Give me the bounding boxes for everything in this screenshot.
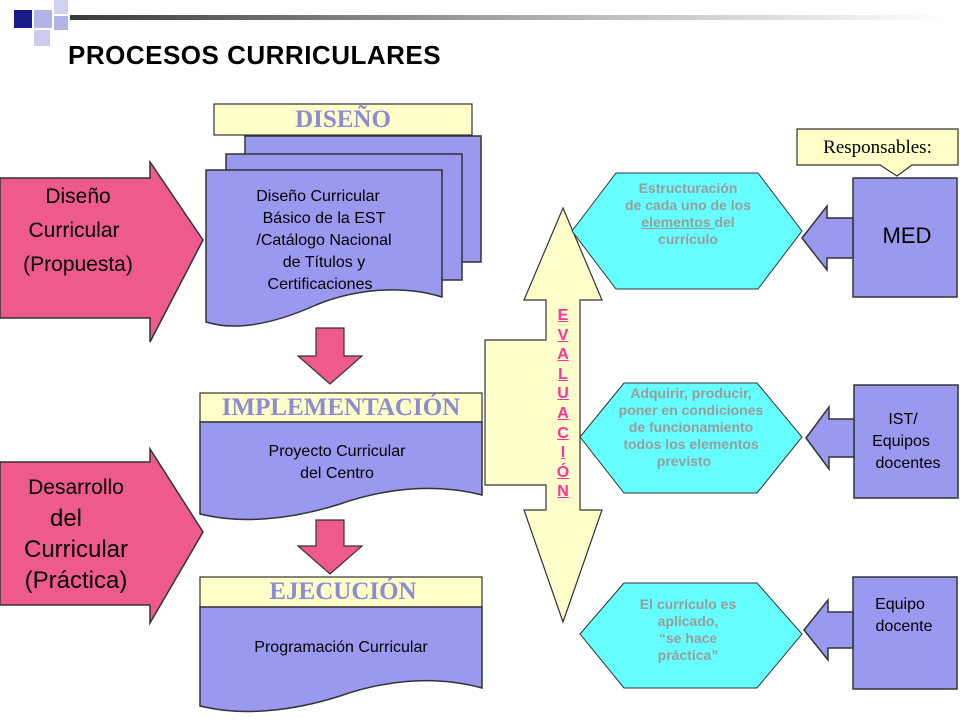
equipo-line-1: Equipo bbox=[875, 596, 925, 613]
practice-arrow-line-2: del bbox=[49, 505, 83, 532]
ist-arrow bbox=[805, 404, 855, 472]
hexagon-1-text-a: Estructuración de cada uno de los bbox=[624, 180, 752, 213]
evaluacion-letter: V bbox=[557, 326, 569, 344]
design-arrow-line-3: (Propuesta) bbox=[23, 253, 133, 276]
implementacion-doc-line-1: Proyecto Curricular bbox=[268, 443, 406, 460]
equipo-text: Equipo docente bbox=[848, 594, 960, 638]
diseno-doc-line-3: /Catálogo Nacional bbox=[256, 232, 392, 249]
diseno-document-stack bbox=[205, 135, 482, 327]
implementacion-label: IMPLEMENTACIÓN bbox=[221, 394, 461, 421]
implementacion-label-box bbox=[199, 392, 483, 423]
hexagon-2-text: Adquirir, producir, poner en condiciones… bbox=[586, 385, 796, 470]
med-text: MED bbox=[882, 223, 932, 248]
evaluacion-double-arrow bbox=[484, 206, 603, 624]
hexagon-1-text-underlined: elementos bbox=[641, 214, 715, 230]
evaluacion-letter: N bbox=[557, 483, 569, 501]
practice-arrow-line-4: (Práctica) bbox=[24, 567, 128, 594]
down-arrow-1 bbox=[296, 327, 364, 385]
hexagon-3-line-4: práctica” bbox=[657, 647, 719, 663]
design-arrow-line-2: Curricular bbox=[28, 219, 120, 242]
hexagon-3-line-3: “se hace bbox=[658, 630, 718, 646]
responsables-callout bbox=[796, 128, 959, 177]
design-arrow-text: Diseño Curricular (Propuesta) bbox=[4, 180, 152, 282]
equipo-line-2: docente bbox=[875, 618, 933, 635]
hexagon-1-text-b: del currículo bbox=[658, 214, 735, 247]
design-curricular-arrow bbox=[0, 159, 204, 343]
ist-box bbox=[853, 384, 959, 499]
evaluacion-letter: A bbox=[557, 404, 569, 422]
ist-text: IST/ Equipos docentes bbox=[852, 409, 960, 475]
evaluacion-letter: I bbox=[560, 444, 566, 462]
hexagon-2-line-5: previsto bbox=[656, 453, 712, 469]
diseno-doc-line-4: de Títulos y bbox=[282, 254, 366, 271]
diseno-doc-line-2: Básico de la EST bbox=[262, 210, 386, 227]
ejecucion-doc-text: Programación Curricular bbox=[254, 639, 428, 656]
ejecucion-document bbox=[199, 606, 483, 713]
implementacion-document bbox=[199, 421, 483, 521]
evaluacion-letter: E bbox=[557, 307, 569, 324]
hexagon-3 bbox=[579, 582, 803, 689]
down-arrow-2 bbox=[296, 519, 364, 575]
equipo-box bbox=[852, 576, 958, 690]
decorative-squares bbox=[14, 0, 68, 46]
hexagon-1 bbox=[571, 172, 803, 290]
practice-arrow-line-1: Desarrollo bbox=[28, 476, 124, 499]
ist-line-3: docentes bbox=[875, 455, 941, 472]
practice-curricular-arrow bbox=[0, 446, 204, 626]
hexagon-2-line-3: de funcionamiento bbox=[628, 419, 754, 435]
med-arrow bbox=[801, 203, 854, 273]
evaluacion-text: E V A L U A C I Ó N bbox=[548, 306, 578, 502]
page-title: PROCESOS CURRICULARES bbox=[68, 40, 442, 70]
design-arrow-line-1: Diseño bbox=[45, 185, 111, 208]
ist-line-2: Equipos bbox=[872, 433, 930, 450]
responsables-label: Responsables: bbox=[823, 137, 932, 158]
ejecucion-label: EJECUCIÓN bbox=[269, 578, 417, 605]
hexagon-1-text: Estructuración de cada uno de los elemen… bbox=[600, 180, 776, 248]
hexagon-2-line-4: todos los elementos bbox=[623, 436, 759, 452]
implementacion-doc-line-2: del Centro bbox=[300, 465, 374, 482]
evaluacion-letter: A bbox=[557, 346, 569, 364]
hexagon-2 bbox=[579, 382, 803, 494]
med-box bbox=[852, 177, 958, 298]
hexagon-3-text: El currículo es aplicado, “se hace práct… bbox=[600, 596, 776, 664]
evaluacion-letter: C bbox=[557, 424, 569, 442]
title-rule bbox=[70, 15, 950, 20]
ist-line-1: IST/ bbox=[888, 411, 918, 428]
implementacion-doc-text: Proyecto Curricular del Centro bbox=[200, 441, 474, 485]
diseno-doc-line-5: Certificaciones bbox=[267, 276, 373, 293]
practice-arrow-text: Desarrollo del Curricular (Práctica) bbox=[0, 472, 152, 596]
ejecucion-label-box bbox=[199, 576, 483, 608]
practice-arrow-line-3: Curricular bbox=[23, 536, 128, 563]
evaluacion-letter: U bbox=[557, 385, 569, 403]
diseno-doc-text: Diseño Curricular Básico de la EST /Catá… bbox=[206, 186, 442, 296]
diseno-label-box bbox=[213, 103, 473, 136]
equipo-arrow bbox=[803, 597, 854, 663]
evaluacion-letter: Ó bbox=[556, 463, 570, 481]
hexagon-3-line-1: El currículo es bbox=[639, 596, 737, 612]
hexagon-3-line-2: aplicado, bbox=[657, 613, 719, 629]
diseno-label: DISEÑO bbox=[295, 106, 391, 133]
hexagon-2-line-2: poner en condiciones bbox=[618, 402, 764, 418]
hexagon-2-line-1: Adquirir, producir, bbox=[630, 385, 752, 401]
evaluacion-letter: L bbox=[558, 365, 568, 383]
diseno-doc-line-1: Diseño Curricular bbox=[256, 188, 380, 205]
